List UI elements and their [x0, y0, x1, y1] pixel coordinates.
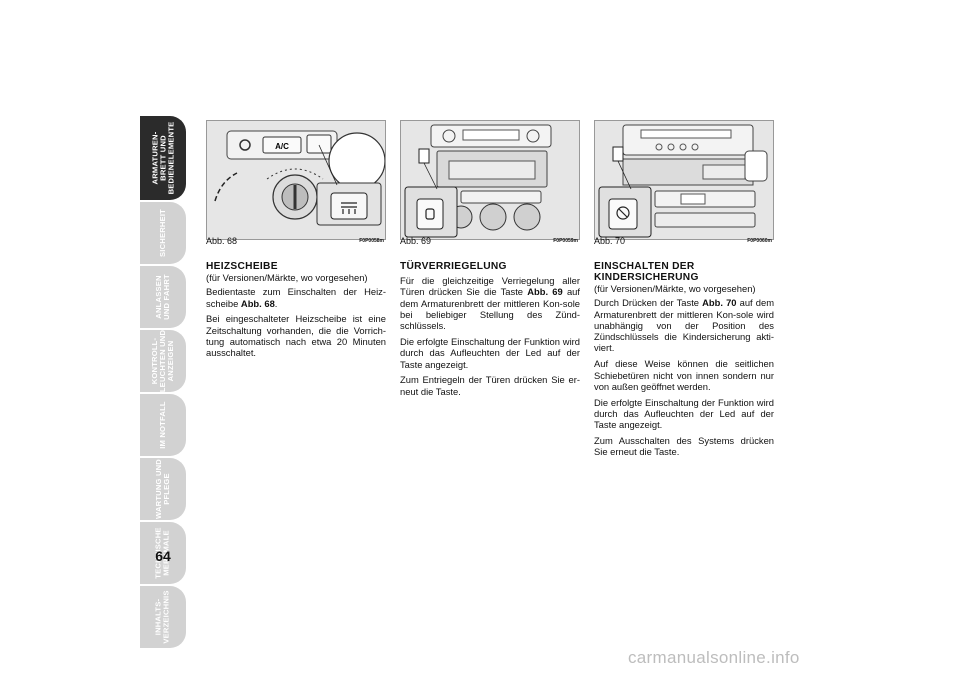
paragraph: Bedientaste zum Einschalten der Heiz-sch… — [206, 286, 386, 309]
section-subtitle: (für Versionen/Märkte, wo vorgesehen) — [206, 272, 368, 283]
figure-code: F0P0058m — [359, 238, 384, 244]
tab-label: ARMATUREN- BRETT UND BEDIENELEMENTE — [150, 121, 175, 195]
central-console-illustration — [401, 121, 579, 239]
chapter-tab-rail: ARMATUREN- BRETT UND BEDIENELEMENTE SICH… — [140, 116, 186, 650]
tab-sicherheit[interactable]: SICHERHEIT — [140, 202, 186, 264]
section-subtitle: (für Versionen/Märkte, wo vorgesehen) — [594, 283, 756, 294]
figure-heizscheibe: A/C — [206, 120, 386, 240]
figure-reference: Abb. 68 — [240, 297, 275, 309]
figure-code: F0P0060m — [747, 238, 772, 244]
section-title: TÜRVERRIEGELUNG — [400, 261, 507, 272]
figure-reference: Abb. 70 — [702, 297, 737, 309]
ac-button-label: A/C — [275, 142, 289, 151]
tab-label: INHALTS- VERZEICHNIS — [154, 590, 172, 644]
paragraph: Für die gleichzeitige Verriegelung aller… — [400, 275, 580, 332]
section-heizscheibe: HEIZSCHEIBE (für Versionen/Märkte, wo vo… — [206, 261, 386, 363]
paragraph: Die erfolgte Einschaltung der Funktion w… — [400, 335, 580, 370]
tab-wartung[interactable]: WARTUNG UND PFLEGE — [140, 458, 186, 520]
figure-code: F0P0059m — [553, 238, 578, 244]
paragraph: Die erfolgte Einschaltung der Funktion w… — [594, 396, 774, 431]
tab-im-notfall[interactable]: IM NOTFALL — [140, 394, 186, 456]
tab-anlassen[interactable]: ANLASSEN UND FAHRT — [140, 266, 186, 328]
section-title: HEIZSCHEIBE — [206, 261, 278, 272]
heater-panel-illustration: A/C — [207, 121, 385, 239]
tab-technische-merkmale[interactable]: TECHNISCHE MERKMALE — [140, 522, 186, 584]
figure-label: Abb. 68 — [206, 236, 238, 246]
tab-armaturenbrett[interactable]: ARMATUREN- BRETT UND BEDIENELEMENTE — [140, 116, 186, 200]
figure-label: Abb. 69 — [400, 236, 432, 246]
paragraph: Zum Entriegeln der Türen drücken Sie er-… — [400, 374, 580, 397]
tab-inhaltsverzeichnis[interactable]: INHALTS- VERZEICHNIS — [140, 586, 186, 648]
paragraph: Zum Ausschalten des Systems drücken Sie … — [594, 435, 774, 458]
watermark: carmanualsonline.info — [628, 648, 800, 667]
section-tuerverriegelung: TÜRVERRIEGELUNG Für die gleichzeitige Ve… — [400, 261, 580, 401]
tab-label: KONTROLL- LEUCHTEN UND ANZEIGEN — [150, 329, 175, 393]
figure-kindersicherung — [594, 120, 774, 240]
figure-tuerverriegelung — [400, 120, 580, 240]
figure-label: Abb. 70 — [594, 236, 626, 246]
paragraph: Auf diese Weise können die seitlichen Sc… — [594, 358, 774, 392]
tab-label: IM NOTFALL — [158, 401, 167, 449]
tab-label: ANLASSEN UND FAHRT — [153, 274, 171, 320]
radio-console-illustration — [595, 121, 773, 239]
paragraph: Durch Drücken der Taste Abb. 70 auf dem … — [594, 297, 774, 354]
tab-kontrollleuchten[interactable]: KONTROLL- LEUCHTEN UND ANZEIGEN — [140, 330, 186, 392]
figure-reference: Abb. 69 — [527, 286, 563, 298]
tab-label: SICHERHEIT — [158, 209, 167, 257]
tab-label: WARTUNG UND PFLEGE — [154, 459, 171, 519]
paragraph: Bei eingeschalteter Heizscheibe ist eine… — [206, 313, 386, 359]
page-number: 64 — [155, 548, 171, 564]
